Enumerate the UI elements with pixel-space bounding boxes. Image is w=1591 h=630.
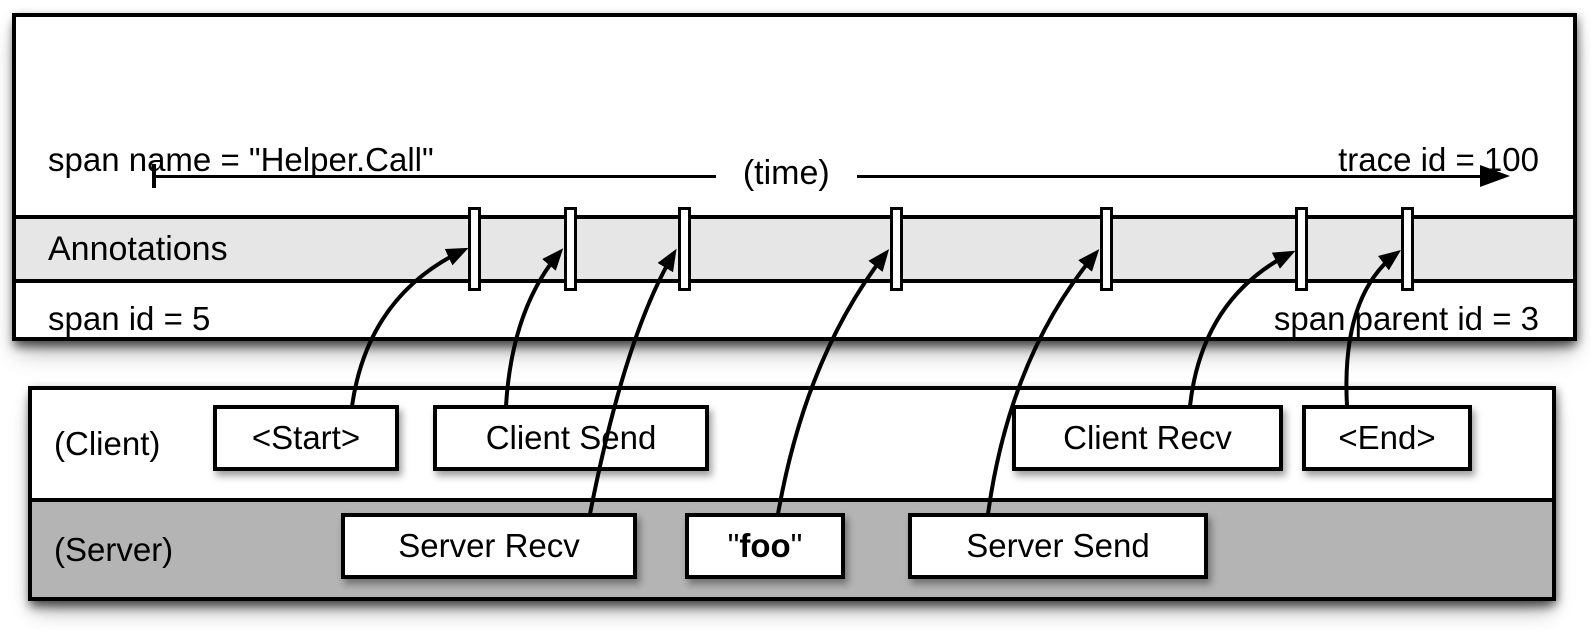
event-box-end: <End> <box>1302 405 1472 471</box>
span-box: span name = "Helper.Call" span id = 5 tr… <box>12 13 1577 341</box>
time-axis-start-bar <box>152 164 156 188</box>
annotation-tick-client-send <box>563 207 577 291</box>
event-box-bold-text: foo <box>739 527 791 564</box>
annotation-tick-start <box>467 207 481 291</box>
annotation-tick-server-send <box>1099 207 1113 291</box>
annotation-tick-client-recv <box>1294 207 1308 291</box>
event-box-client-recv: Client Recv <box>1012 405 1283 471</box>
annotation-tick-server-recv <box>677 207 691 291</box>
time-axis: (time) <box>152 154 1510 192</box>
event-box-client-send: Client Send <box>433 405 709 471</box>
event-box-server-send: Server Send <box>908 513 1208 579</box>
span-meta-left: span name = "Helper.Call" span id = 5 <box>48 27 434 451</box>
span-parent-id-text: span parent id = 3 <box>1273 300 1539 337</box>
time-axis-label: (time) <box>742 153 830 192</box>
event-box-server-recv: Server Recv <box>341 513 637 579</box>
time-axis-line-left <box>156 174 716 178</box>
annotations-band: Annotations <box>16 215 1573 283</box>
annotation-tick-foo <box>889 207 903 291</box>
client-row-label: (Client) <box>54 425 161 462</box>
time-axis-line-right <box>856 174 1480 178</box>
event-box-foo: "foo" <box>685 513 845 579</box>
span-name-text: span name = "Helper.Call" <box>48 141 434 178</box>
annotation-tick-end <box>1400 207 1414 291</box>
trace-id-text: trace id = 100 <box>1338 141 1539 178</box>
span-meta-right: trace id = 100 span parent id = 3 <box>1274 27 1539 451</box>
time-arrowhead-icon <box>1480 165 1510 187</box>
annotations-band-label: Annotations <box>48 229 228 268</box>
span-id-text: span id = 5 <box>48 300 211 337</box>
event-box-start: <Start> <box>213 405 399 471</box>
server-row-label: (Server) <box>54 530 174 568</box>
